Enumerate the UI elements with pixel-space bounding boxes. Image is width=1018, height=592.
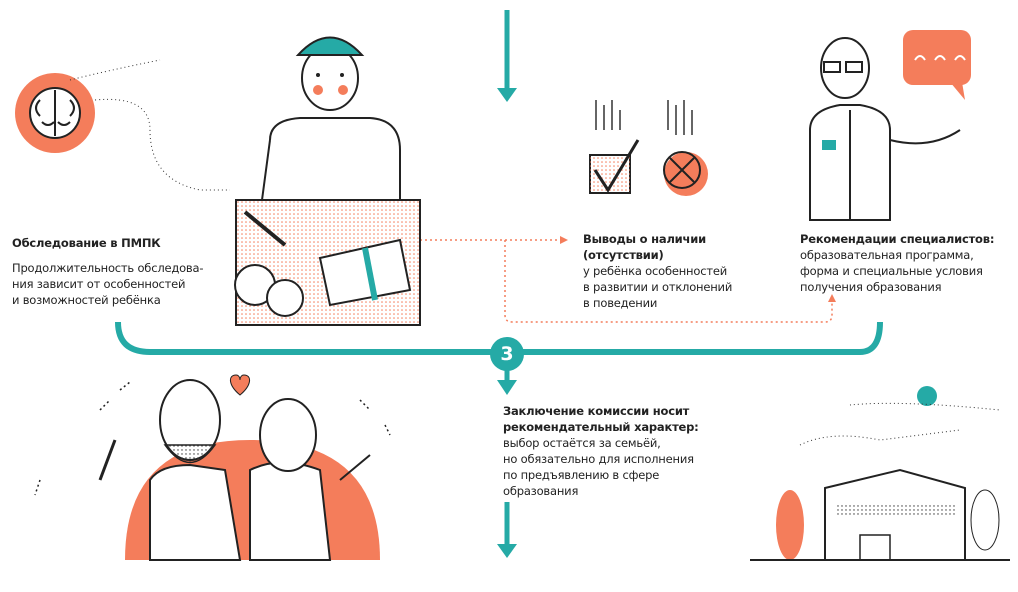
- verdict-line: по предъявлению в сфере: [503, 468, 660, 482]
- verdict-line: образования: [503, 484, 579, 498]
- recommendations-line: форма и специальные условия: [800, 264, 983, 278]
- bottom-arrow: [497, 502, 517, 558]
- exam-block: Обследование в ПМПК Продолжительность об…: [12, 235, 232, 308]
- verdict-title: рекомендательный характер:: [503, 420, 699, 434]
- verdict-line: но обязательно для исполнения: [503, 452, 694, 466]
- checkbox-checked-icon: [589, 100, 640, 194]
- conclusions-line: в поведении: [583, 296, 658, 310]
- specialist-illustration: [809, 37, 961, 221]
- recommendations-block: Рекомендации специалистов: образовательн…: [800, 231, 1015, 295]
- speech-bubble-icon: [903, 30, 971, 100]
- verdict-title: Заключение комиссии носит: [503, 404, 690, 418]
- teen-at-desk-illustration: [234, 36, 421, 326]
- exam-title: Обследование в ПМПК: [12, 236, 161, 250]
- conclusions-line: в развитии и отклонений: [583, 280, 733, 294]
- cross-circle-icon: [663, 100, 708, 196]
- family-illustration: [98, 379, 380, 561]
- top-arrow: [497, 10, 517, 102]
- recommendations-line: образовательная программа,: [800, 248, 974, 262]
- conclusions-line: у ребёнка особенностей: [583, 264, 727, 278]
- recommendations-line: получения образования: [800, 280, 942, 294]
- exam-line: Продолжительность обследова-: [12, 261, 204, 275]
- heart-icon: [230, 374, 250, 396]
- brain-icon: [15, 59, 230, 191]
- school-building-icon: [750, 386, 1010, 561]
- verdict-line: выбор остаётся за семьёй,: [503, 436, 661, 450]
- verdict-block: Заключение комиссии носит рекомендательн…: [503, 403, 733, 499]
- conclusions-title: (отсутствии): [583, 248, 664, 262]
- recommendations-title: Рекомендации специалистов:: [800, 232, 995, 246]
- step-number-badge: 3: [500, 343, 514, 365]
- exam-line: и возможностей ребёнка: [12, 293, 161, 307]
- conclusions-block: Выводы о наличии (отсутствии) у ребёнка …: [583, 231, 783, 311]
- conclusions-title: Выводы о наличии: [583, 232, 706, 246]
- exam-line: ния зависит от особенностей: [12, 277, 186, 291]
- main-connector: [115, 321, 883, 395]
